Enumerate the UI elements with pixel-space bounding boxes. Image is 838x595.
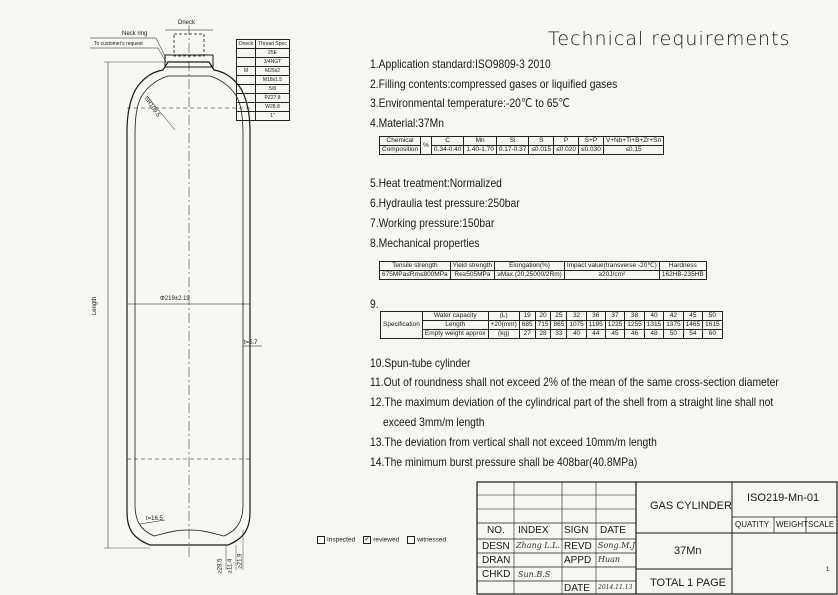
req-4: 4.Material:37Mn — [370, 116, 445, 130]
length-label: Length — [92, 296, 99, 316]
bottom-dim-3: ≥21.9 — [237, 553, 244, 569]
tb-product: GAS CYLINDER — [650, 500, 732, 512]
title-block-grid — [476, 481, 838, 595]
tb-revd-sign: Song.M.J — [598, 541, 636, 550]
req-13: 13.The deviation from vertical shall not… — [370, 435, 657, 449]
tb-revd: REVD — [564, 541, 592, 552]
req-11: 11.Out of roundness shall not exceed 2% … — [370, 375, 779, 389]
tb-drawing-no: ISO219-Mn-01 — [747, 492, 820, 504]
bottom-dim-2: ≥11.4 — [227, 558, 234, 574]
inspected-checkbox — [317, 536, 325, 544]
req-12: 12.The maximum deviation of the cylindri… — [370, 395, 774, 409]
technical-requirements-title: Technical requirements — [548, 28, 791, 50]
req-12-cont: exceed 3mm/m length — [383, 415, 485, 429]
tb-chkd: CHKD — [482, 569, 511, 580]
req-3: 3.Environmental temperature:-20℃ to 65℃ — [370, 96, 570, 110]
tb-date-label: DATE — [564, 583, 590, 594]
tb-sign: SIGN — [564, 525, 589, 536]
req-6: 6.Hydraulia test pressure:250bar — [370, 196, 520, 210]
witnessed-checkbox — [407, 536, 416, 544]
tb-appd: APPD — [564, 555, 592, 566]
req-7: 7.Working pressure:150bar — [370, 216, 495, 230]
tb-quantity: QUATITY — [735, 520, 770, 529]
customer-request-label: To customer's request — [94, 41, 143, 47]
req-2: 2.Filling contents:compressed gases or l… — [370, 77, 618, 91]
tb-weight: WEIGHT — [776, 520, 808, 529]
bottom-thickness-label: t=16.5 — [146, 516, 163, 522]
bottom-dim-1: ≥28.5 — [217, 558, 224, 574]
req-8: 8.Mechanical properties — [370, 236, 480, 250]
inspection-legend: Inspected ✓reviewed witnessed — [317, 536, 446, 544]
tb-scale: SCALE — [808, 520, 835, 529]
tb-date: DATE — [600, 525, 626, 536]
tb-desn-sign: Zhang L.L. — [516, 541, 561, 550]
tb-total-page: TOTAL 1 PAGE — [650, 577, 727, 589]
tb-index: INDEX — [518, 525, 549, 536]
tb-page-num: 1 — [826, 567, 830, 573]
diameter-label: Φ219±2.19 — [160, 296, 190, 302]
tb-chkd-sign: Sun.B.S — [518, 570, 551, 579]
neck-ring-label: Neck ring — [122, 31, 148, 37]
tb-desn: DESN — [482, 541, 510, 552]
req-5: 5.Heat treatment:Normalized — [370, 176, 502, 190]
tb-dran: DRAN — [482, 555, 511, 566]
req-1: 1.Application standard:ISO9809-3 2010 — [370, 57, 551, 71]
reviewed-checkbox: ✓ — [363, 536, 372, 544]
thickness-label: t=5.7 — [244, 340, 258, 346]
req-9: 9. — [370, 297, 379, 311]
tb-no: NO. — [487, 525, 505, 536]
tb-appd-sign: Huan — [598, 555, 621, 564]
req-10: 10.Spun-tube cylinder — [370, 356, 471, 370]
req-14: 14.The minimum burst pressure shall be 4… — [370, 455, 638, 469]
tb-date-value: 2014.11.13 — [598, 584, 633, 591]
tb-material: 37Mn — [674, 545, 702, 557]
cylinder-outer-shell — [126, 61, 251, 546]
dneck-label: Dneck — [178, 20, 196, 26]
